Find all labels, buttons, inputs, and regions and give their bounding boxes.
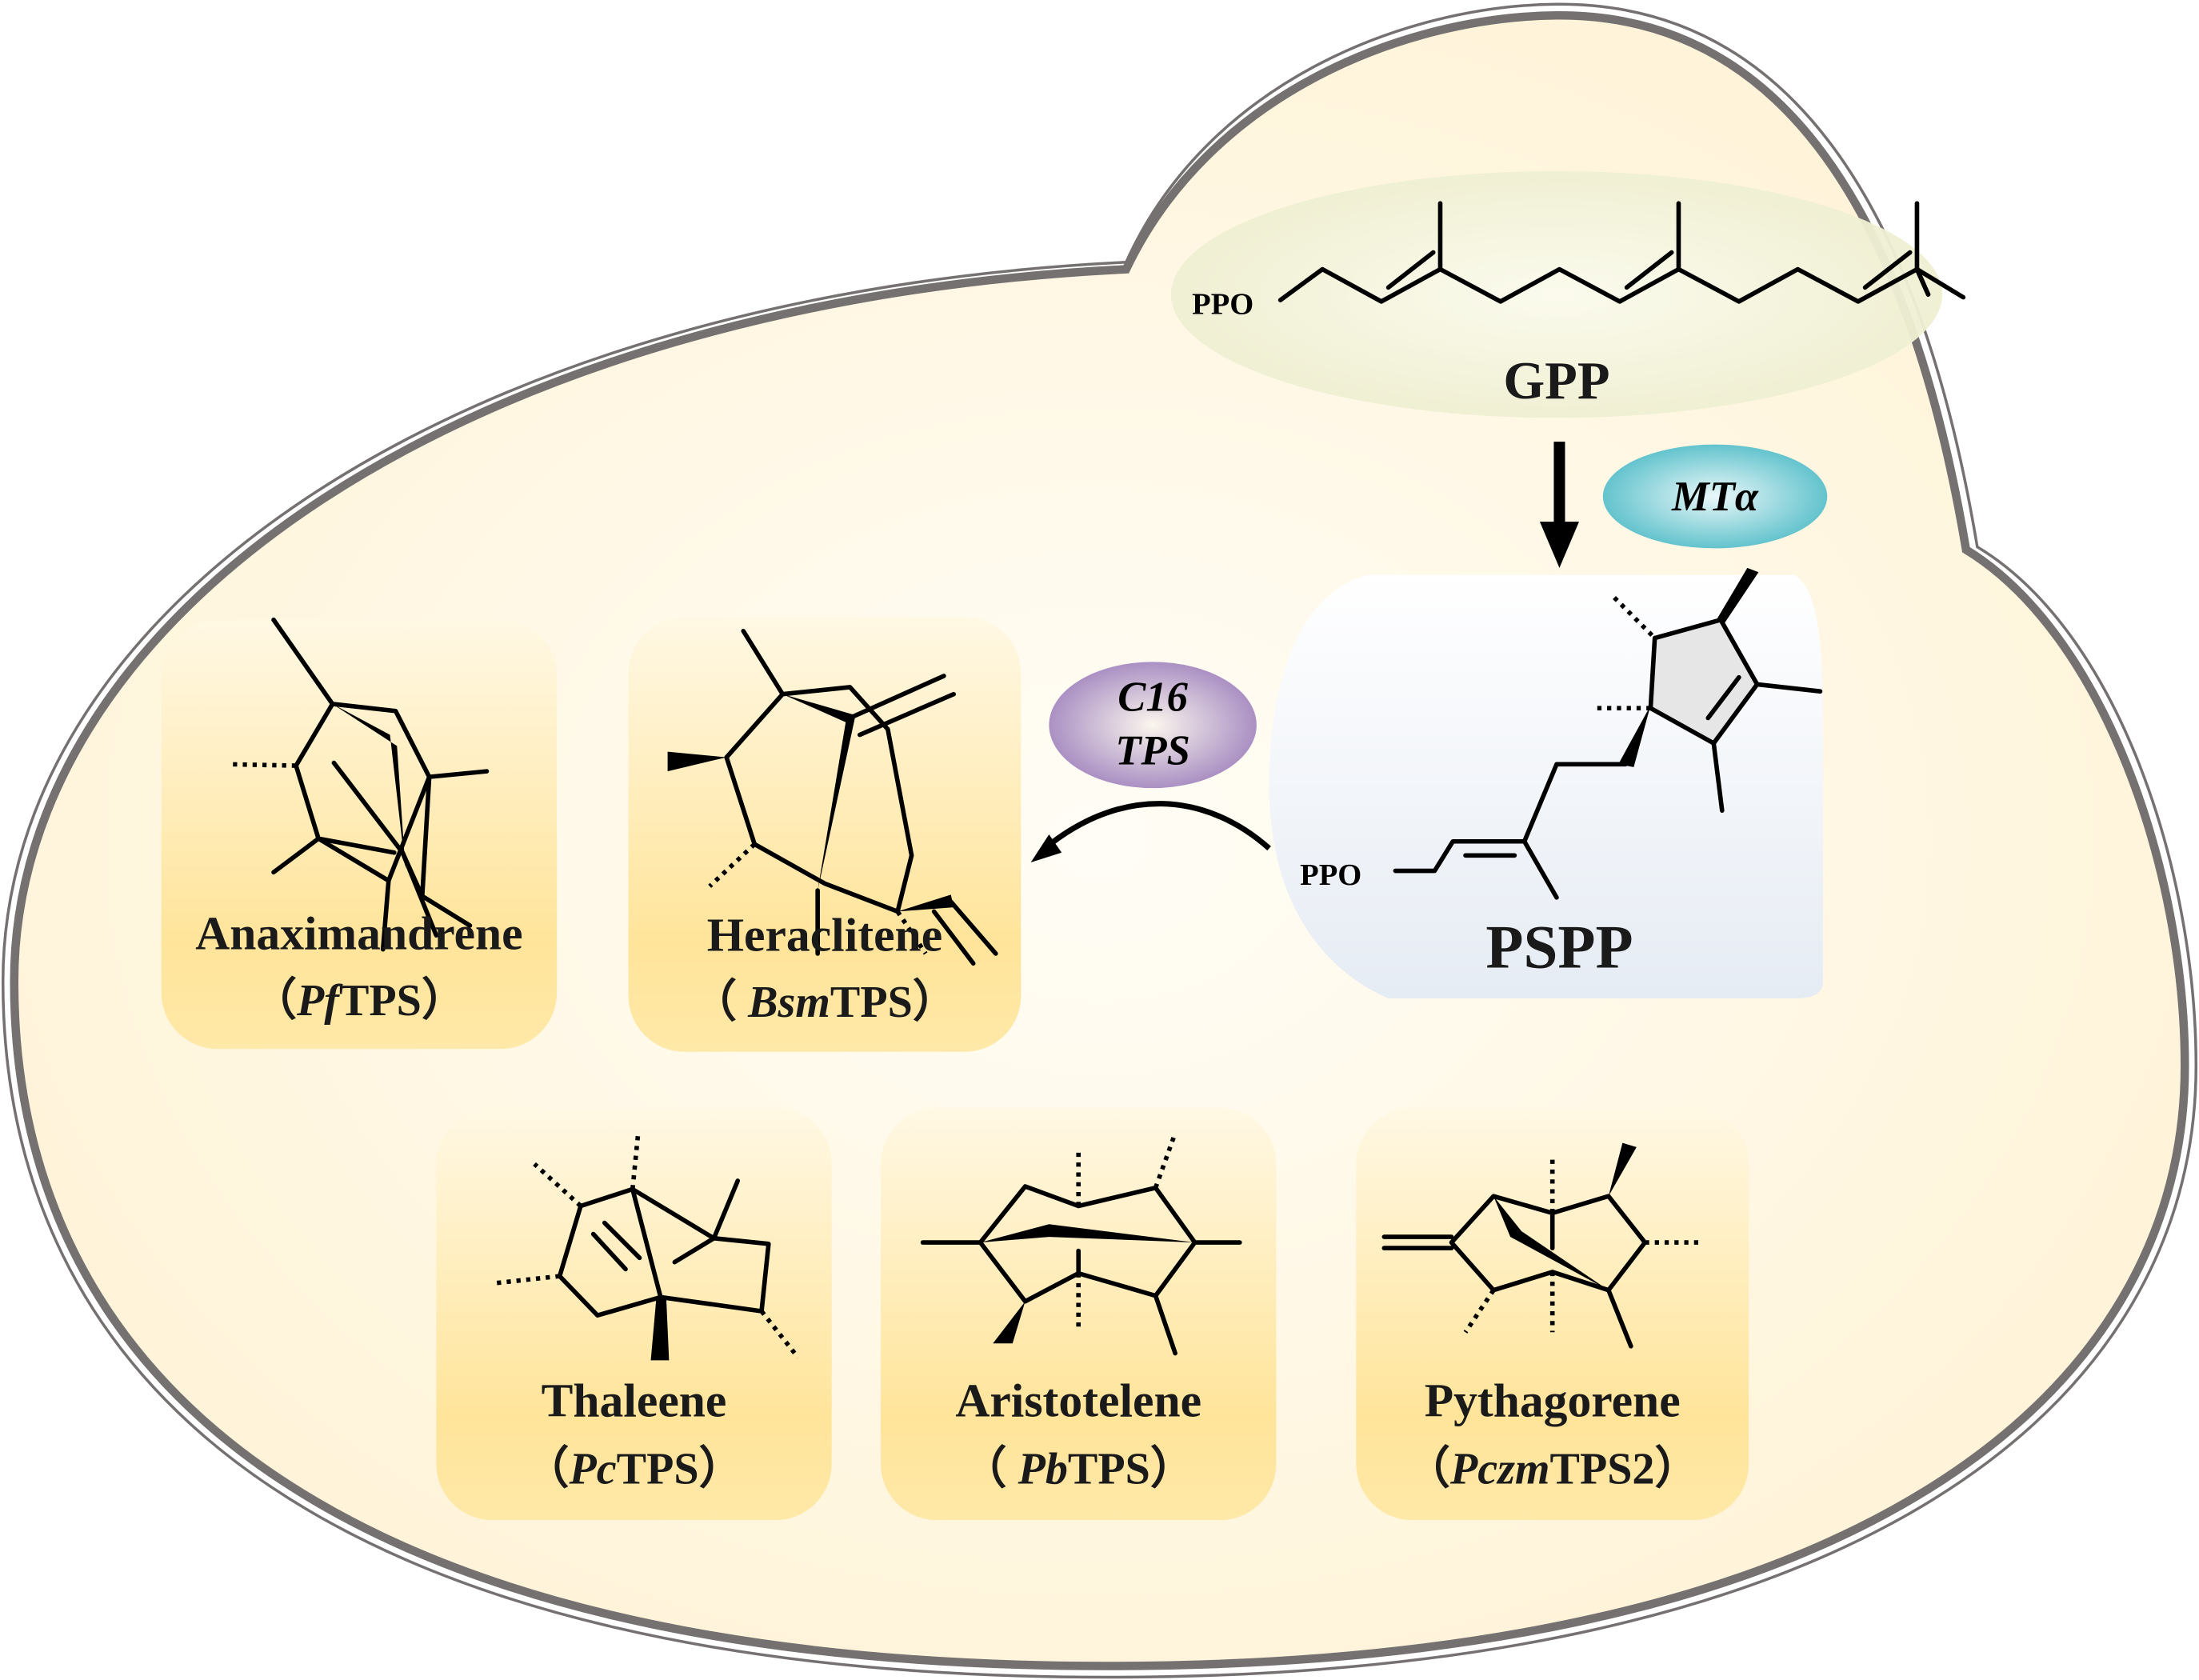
pspp-structure: PPO PSPP (1300, 567, 1823, 982)
product-name: Thaleene (542, 1374, 727, 1426)
pspp-ppo-label: PPO (1300, 858, 1361, 892)
thaleene-structure (494, 1133, 800, 1361)
product-card: Pythagorene （PczmTPS2） (1356, 1107, 1749, 1521)
c16-tps-enzyme-badge: C16 TPS (1049, 662, 1257, 789)
product-name: Aristotelene (955, 1374, 1201, 1426)
product-enzyme: （PczmTPS2） (1405, 1444, 1700, 1494)
product-card: Anaximandrene （PfTPS） (161, 617, 558, 1050)
arrow-pspp-to-products (1030, 801, 1271, 863)
gpp-highlight (1170, 170, 1943, 418)
tps-label: TPS (1115, 727, 1189, 774)
product-card: Aristotelene （ PbTPS） (881, 1107, 1277, 1521)
pythagorene-structure (1381, 1142, 1700, 1349)
gpp-label: GPP (1503, 352, 1609, 410)
c16-label: C16 (1117, 674, 1188, 721)
mta-label: MTα (1671, 474, 1759, 520)
product-card: Heraclitene （ BsmTPS） (628, 617, 1022, 1052)
gpp-structure: PPO GPP (1192, 201, 1966, 410)
mta-enzyme-badge: MTα (1602, 444, 1828, 549)
product-card: Thaleene （PcTPS） (436, 1107, 832, 1521)
product-name: Pythagorene (1425, 1374, 1681, 1426)
product-enzyme: （PfTPS） (252, 975, 466, 1026)
arrow-gpp-to-pspp (1539, 442, 1579, 568)
pspp-label: PSPP (1485, 913, 1633, 982)
product-name: Heraclitene (707, 908, 942, 961)
heraclitene-structure (667, 629, 998, 966)
product-enzyme: （ BsmTPS） (692, 977, 958, 1027)
product-enzyme: （PcTPS） (524, 1444, 743, 1494)
anaximandrene-structure (231, 617, 490, 952)
product-name: Anaximandrene (195, 907, 522, 960)
product-enzyme: （ PbTPS） (962, 1444, 1195, 1494)
gpp-ppo-label: PPO (1192, 288, 1253, 322)
